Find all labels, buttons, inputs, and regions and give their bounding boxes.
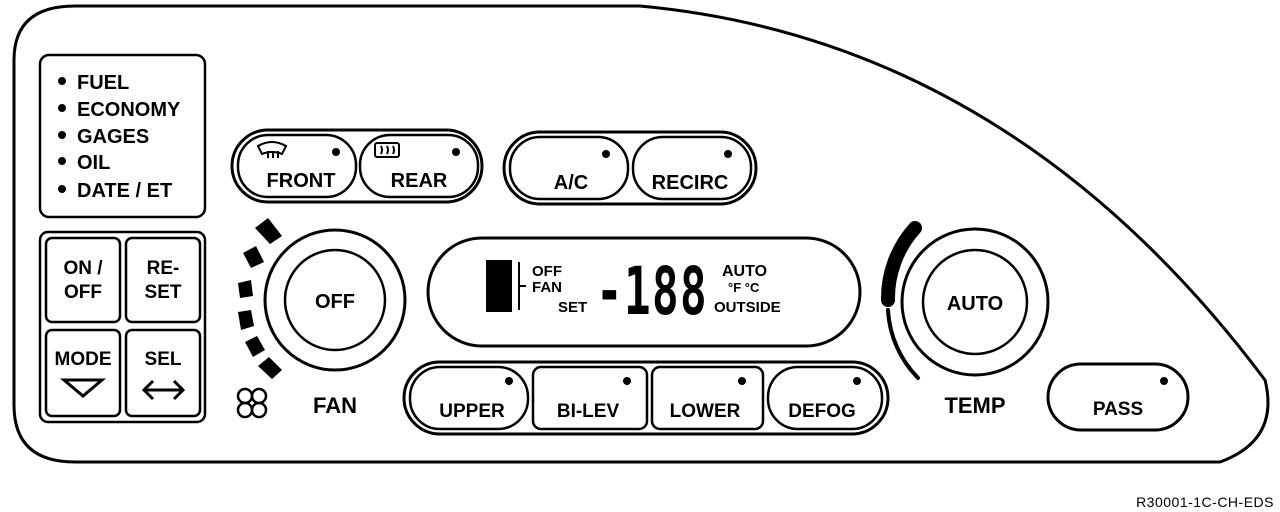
sel-button[interactable]: SEL xyxy=(124,328,202,418)
front-indicator-dot xyxy=(332,148,340,156)
display-label-off: OFF xyxy=(532,263,562,280)
info-item-date-et: DATE / ET xyxy=(77,180,172,202)
info-list-box: FUEL ECONOMY GAGES OIL DATE / ET xyxy=(38,53,207,219)
reset-label-line2: SET xyxy=(145,282,182,303)
info-button-grid xyxy=(38,230,207,424)
fan-icon xyxy=(236,387,268,419)
display-label-fan: FAN xyxy=(532,279,562,296)
mode-label: MODE xyxy=(55,349,112,370)
pass-indicator-dot xyxy=(1160,377,1168,385)
mode-button-group xyxy=(402,360,890,436)
upper-button[interactable]: UPPER xyxy=(408,365,530,431)
fan-knob[interactable]: OFF xyxy=(263,228,407,372)
temperature-bar-graph xyxy=(880,221,922,380)
front-label: FRONT xyxy=(267,170,336,192)
display-bracket xyxy=(518,262,526,310)
ac-indicator-dot xyxy=(602,150,610,158)
temp-caption: TEMP xyxy=(944,393,1005,418)
info-item-economy: ECONOMY xyxy=(77,99,181,121)
on-off-label-line1: ON / xyxy=(63,258,103,279)
climate-display: OFF FAN SET -188 AUTO °F °C OUTSIDE xyxy=(426,236,862,348)
bi-lev-indicator-dot xyxy=(623,377,631,385)
reset-label-line1: RE- xyxy=(147,258,180,279)
down-triangle-icon xyxy=(59,378,107,398)
display-label-units: °F °C xyxy=(728,280,760,295)
display-temperature-digits: -188 xyxy=(596,253,708,330)
upper-label: UPPER xyxy=(439,401,505,422)
recirc-label: RECIRC xyxy=(652,172,729,194)
on-off-label-line2: OFF xyxy=(64,282,102,303)
front-defrost-icon xyxy=(256,141,288,158)
display-label-outside: OUTSIDE xyxy=(714,299,781,316)
rear-defrost-icon xyxy=(374,142,400,158)
recirc-indicator-dot xyxy=(724,150,732,158)
fan-caption: FAN xyxy=(313,393,357,418)
left-right-arrow-icon xyxy=(141,379,186,401)
rear-indicator-dot xyxy=(452,148,460,156)
temperature-knob-label: AUTO xyxy=(947,293,1003,315)
on-off-button[interactable]: ON / OFF xyxy=(44,236,122,324)
fan-speed-bar-graph xyxy=(238,218,282,379)
mode-button[interactable]: MODE xyxy=(44,328,122,418)
defog-button[interactable]: DEFOG xyxy=(766,365,884,431)
ac-button[interactable]: A/C xyxy=(508,135,630,201)
bi-lev-label: BI-LEV xyxy=(557,401,620,422)
recirc-button[interactable]: RECIRC xyxy=(631,135,753,201)
display-bar-segment xyxy=(486,260,512,312)
ac-label: A/C xyxy=(554,172,588,194)
front-defrost-button[interactable]: FRONT xyxy=(236,133,358,199)
info-item-gages: GAGES xyxy=(77,126,149,148)
display-label-set: SET xyxy=(558,299,587,316)
reference-code: R30001-1C-CH-EDS xyxy=(1136,494,1274,510)
rear-label: REAR xyxy=(391,170,448,192)
sel-label: SEL xyxy=(145,349,182,370)
upper-indicator-dot xyxy=(505,377,513,385)
lower-button[interactable]: LOWER xyxy=(650,365,765,431)
info-item-fuel: FUEL xyxy=(77,72,129,94)
defog-indicator-dot xyxy=(853,377,861,385)
rear-defrost-button[interactable]: REAR xyxy=(358,133,480,199)
pass-label: PASS xyxy=(1093,399,1143,420)
info-item-oil: OIL xyxy=(77,152,110,174)
lower-indicator-dot xyxy=(738,377,746,385)
fan-knob-label: OFF xyxy=(315,291,355,313)
pass-button[interactable]: PASS xyxy=(1046,362,1190,432)
defrost-button-group xyxy=(230,128,484,204)
reset-button[interactable]: RE- SET xyxy=(124,236,202,324)
panel-outline xyxy=(12,4,1270,464)
temperature-knob[interactable]: AUTO xyxy=(900,227,1050,377)
bi-lev-button[interactable]: BI-LEV xyxy=(531,365,649,431)
defog-label: DEFOG xyxy=(788,401,856,422)
lower-label: LOWER xyxy=(670,401,741,422)
display-label-auto: AUTO xyxy=(722,263,767,280)
air-button-group xyxy=(502,130,758,206)
